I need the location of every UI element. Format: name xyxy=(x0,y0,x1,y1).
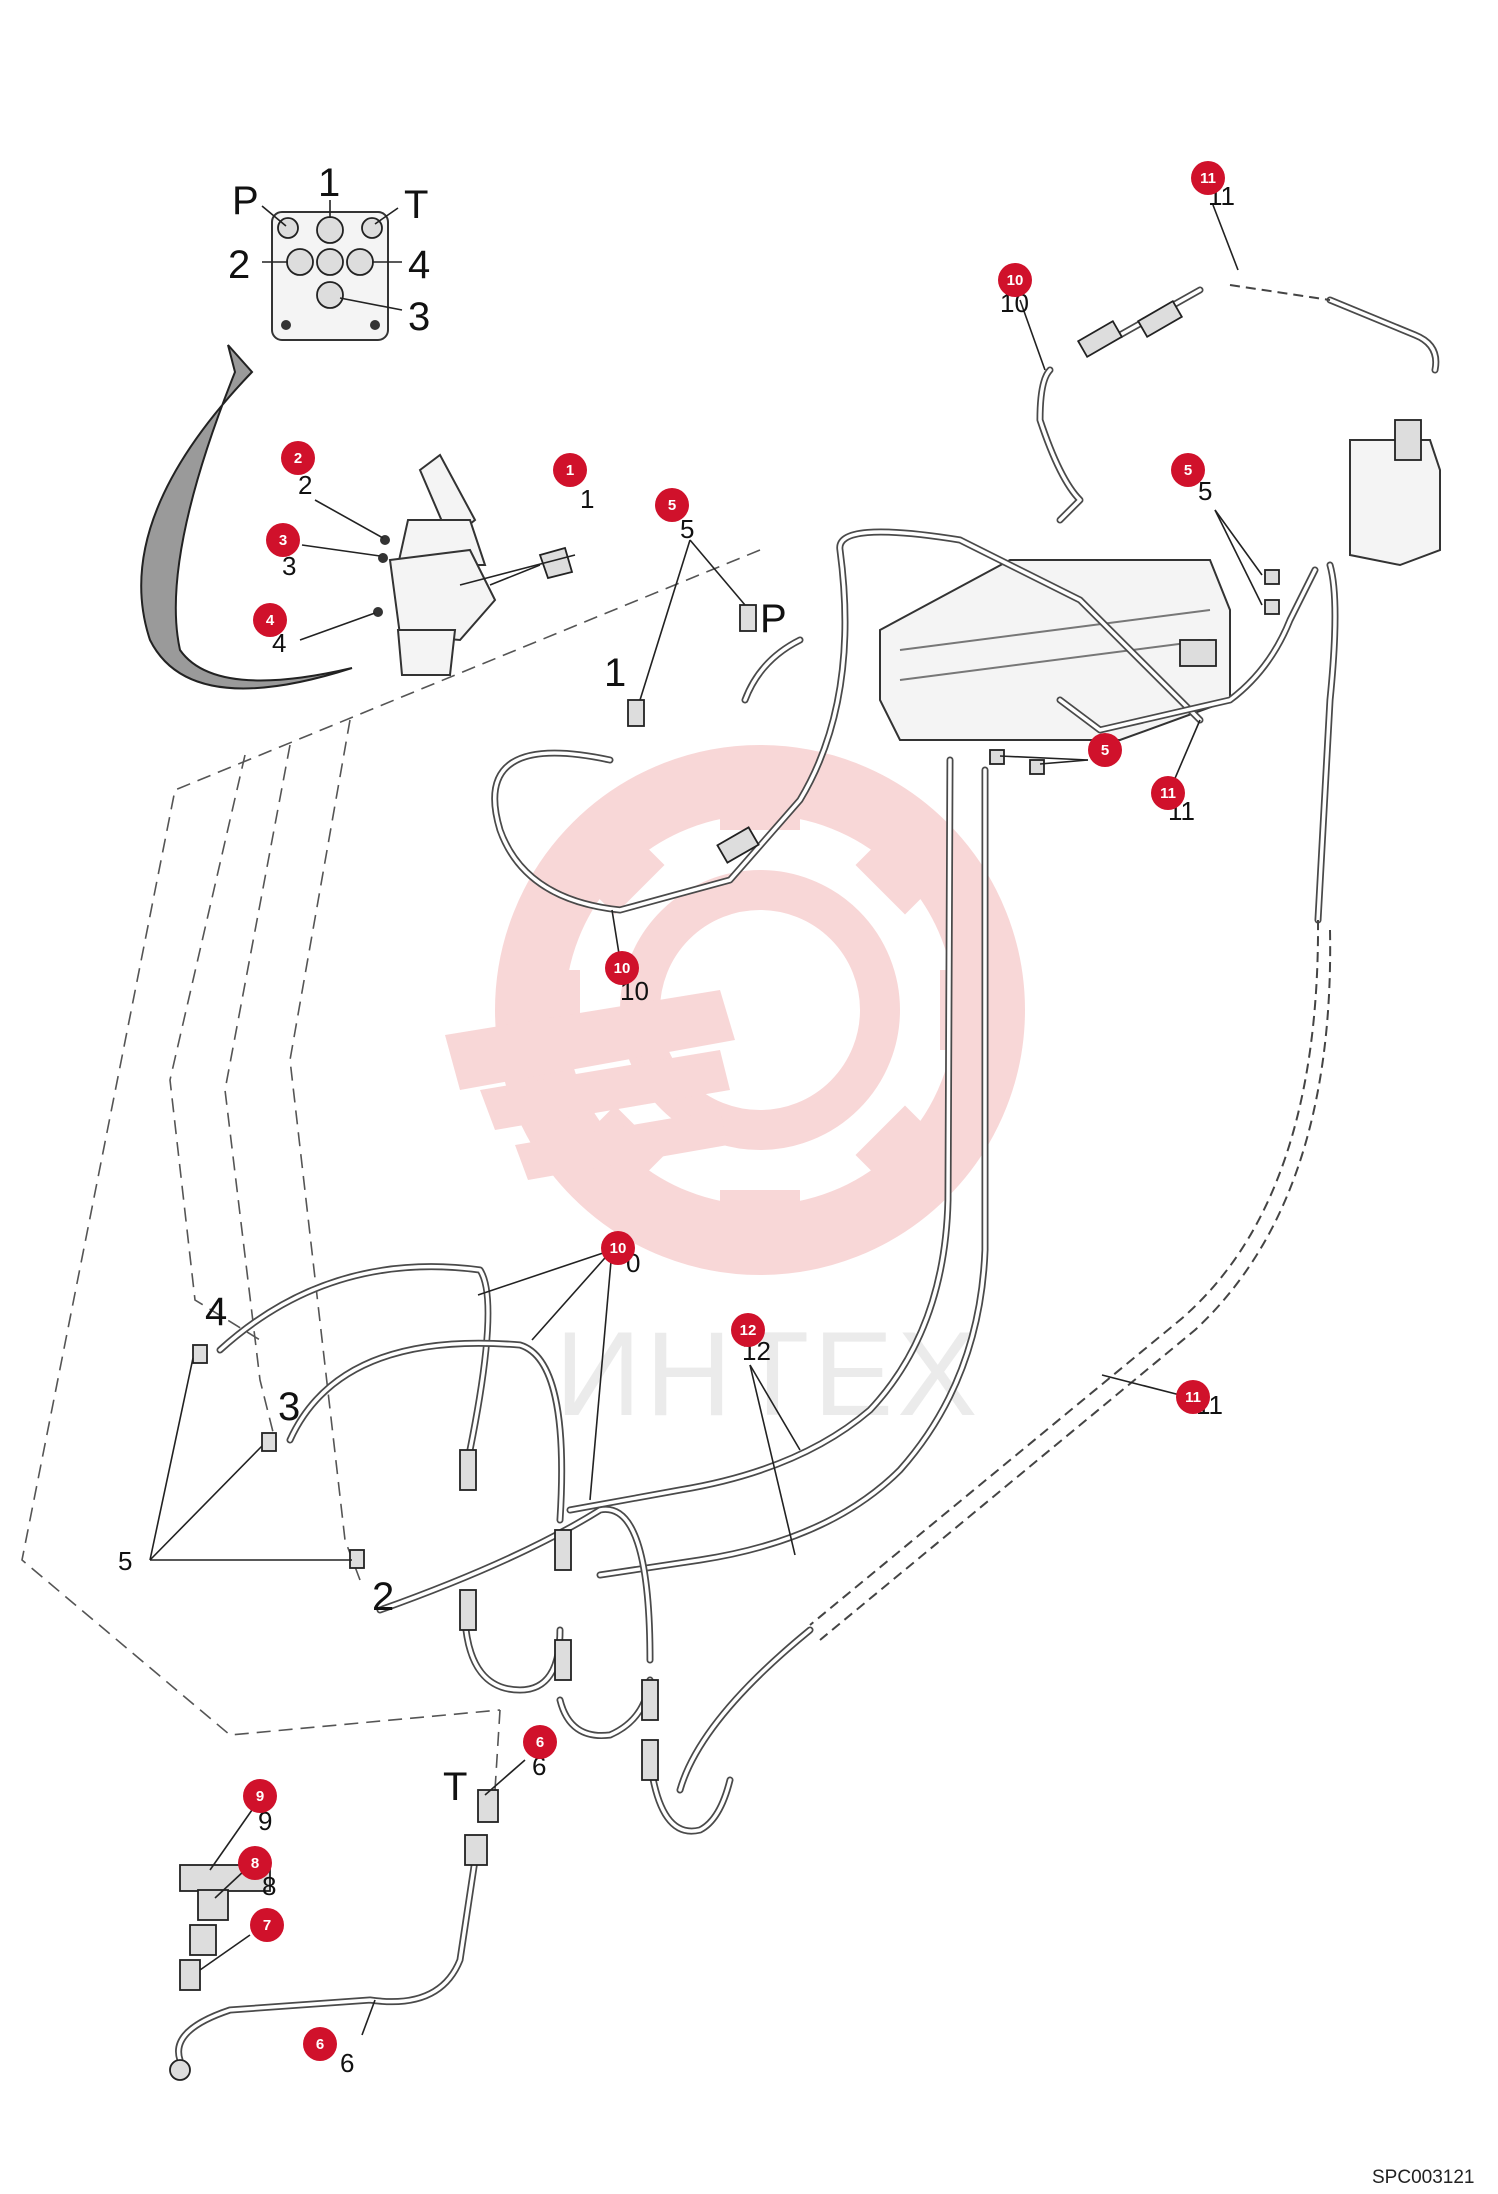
callout-11c-badge: 11 xyxy=(1185,1389,1201,1406)
inset-port-P: P xyxy=(232,179,259,223)
callout-10c: 0 10 xyxy=(601,1231,640,1278)
inset-port-1: 1 xyxy=(318,161,340,205)
callout-5d: 5 xyxy=(118,1546,132,1576)
callout-9-label: 9 xyxy=(258,1806,272,1836)
port-1-valve: 1 xyxy=(604,651,626,695)
callout-5c: 5 xyxy=(1088,733,1122,767)
callout-4: 4 4 xyxy=(253,603,287,658)
reference-code: SPC003121 xyxy=(1372,2167,1474,2188)
port-2: 2 xyxy=(372,1575,394,1619)
callout-11b: 11 11 xyxy=(1151,776,1195,826)
callout-10a-badge: 10 xyxy=(1007,272,1024,289)
joystick-valve xyxy=(373,453,574,676)
callout-2-badge: 2 xyxy=(294,450,302,467)
callout-6b-label: 6 xyxy=(340,2048,354,2078)
port-T: T xyxy=(443,1765,467,1809)
port-3: 3 xyxy=(278,1385,300,1429)
callout-9: 9 9 xyxy=(243,1779,277,1836)
callout-4-badge: 4 xyxy=(266,612,275,629)
joystick-port-inset: 1 P T 2 4 3 xyxy=(228,161,430,341)
callout-6a: 6 6 xyxy=(523,1725,557,1781)
callout-6b: 6 6 xyxy=(303,2027,354,2078)
callout-3: 3 3 xyxy=(266,523,300,581)
callout-6b-badge: 6 xyxy=(316,2036,324,2053)
hoses xyxy=(175,284,1440,2064)
callout-5b: 5 5 xyxy=(1171,453,1212,506)
callout-2: 2 2 xyxy=(281,441,315,500)
callout-1-label: 1 xyxy=(580,484,594,514)
callout-7-badge: 7 xyxy=(263,1917,271,1934)
callout-11a-badge: 11 xyxy=(1200,170,1216,187)
callout-5b-badge: 5 xyxy=(1184,462,1192,479)
callout-3-badge: 3 xyxy=(279,532,287,549)
callout-11c: 11 11 xyxy=(1176,1380,1223,1420)
control-valve-block xyxy=(879,419,1441,741)
callout-12: 12 12 xyxy=(731,1313,771,1366)
callout-7: 7 xyxy=(250,1908,284,1942)
callout-12-badge: 12 xyxy=(740,1322,757,1339)
callout-9-badge: 9 xyxy=(256,1788,264,1805)
callout-3-label: 3 xyxy=(282,551,296,581)
view-arrow xyxy=(140,344,353,690)
callout-8: 8 8 xyxy=(238,1846,276,1901)
callout-10b: 10 10 xyxy=(605,951,649,1006)
inset-port-2: 2 xyxy=(228,243,250,287)
callout-11b-badge: 11 xyxy=(1160,785,1176,802)
callout-6a-badge: 6 xyxy=(536,1734,544,1751)
inset-port-3: 3 xyxy=(408,295,430,339)
port-labels: P 1 4 3 2 T xyxy=(205,597,787,1809)
callout-8-label: 8 xyxy=(262,1871,276,1901)
fittings xyxy=(169,299,1280,2081)
callout-10a: 10 10 xyxy=(998,263,1032,318)
watermark-gear-icon xyxy=(445,745,1025,1275)
inset-port-4: 4 xyxy=(408,243,430,287)
callouts: 1 1 2 2 3 3 4 4 5 5 5 5 xyxy=(118,161,1235,2078)
watermark-text: ИНТЕХ xyxy=(555,1307,981,1441)
callout-11a: 11 11 xyxy=(1191,161,1235,211)
callout-5a-label: 5 xyxy=(680,514,694,544)
callout-1: 1 1 xyxy=(553,453,594,514)
callout-10b-badge: 10 xyxy=(614,960,631,977)
callout-8-badge: 8 xyxy=(251,1855,259,1872)
callout-5c-badge: 5 xyxy=(1101,742,1109,759)
callout-leaders xyxy=(149,204,1263,2036)
callout-2-label: 2 xyxy=(298,470,312,500)
port-4: 4 xyxy=(205,1290,227,1334)
callout-10c-badge: 10 xyxy=(610,1240,627,1257)
callout-5a-badge: 5 xyxy=(668,497,676,514)
callout-5b-label: 5 xyxy=(1198,476,1212,506)
callout-5a: 5 5 xyxy=(655,488,694,544)
callout-5d-label: 5 xyxy=(118,1546,132,1576)
inset-port-T: T xyxy=(404,183,428,227)
callout-1-badge: 1 xyxy=(566,462,574,479)
port-P-valve: P xyxy=(760,597,787,641)
